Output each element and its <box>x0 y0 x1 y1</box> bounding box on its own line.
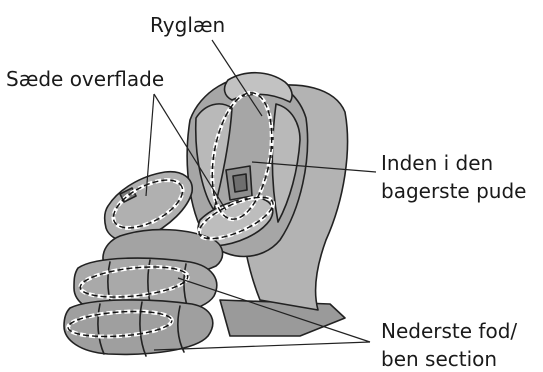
label-backrest: Ryglæn <box>150 13 225 37</box>
label-leg-section-line2: ben section <box>381 347 497 371</box>
chair-foot-rest <box>64 300 213 354</box>
chair-base <box>220 300 345 336</box>
backrest-center-slot <box>233 174 247 192</box>
label-inner-cushion-line2: bagerste pude <box>381 179 526 203</box>
label-seat-surface: Sæde overflade <box>6 67 164 91</box>
label-leg-section-line1: Nederste fod/ <box>381 319 517 343</box>
label-inner-cushion-line1: Inden i den <box>381 151 493 175</box>
